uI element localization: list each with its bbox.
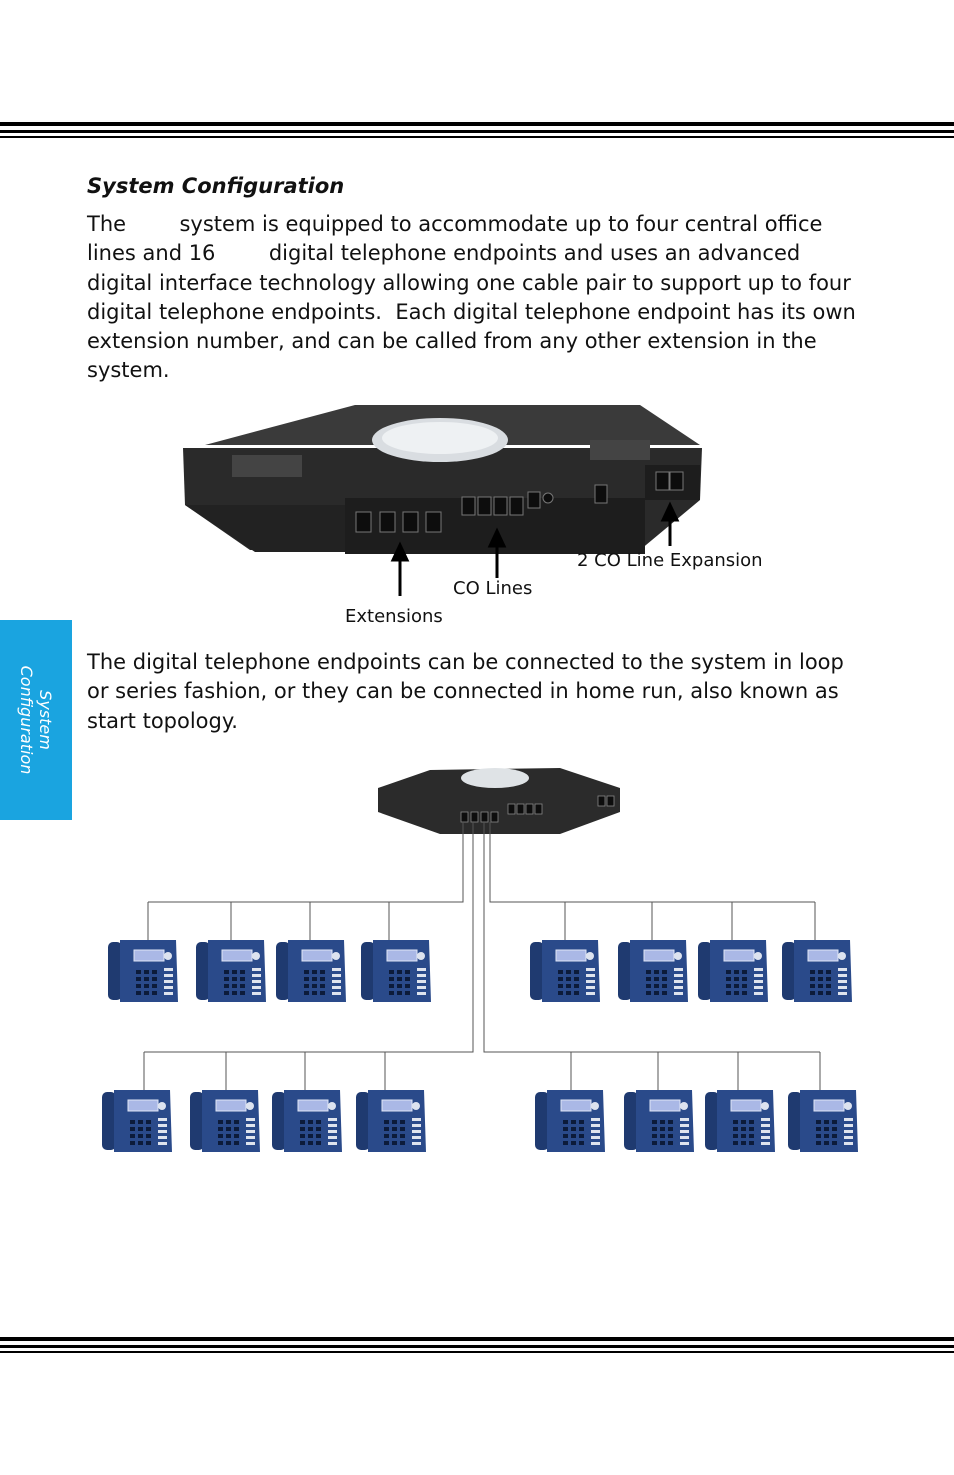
telephone-endpoint-icon	[782, 940, 852, 1002]
telephone-endpoint-icon	[361, 940, 431, 1002]
section-side-tab[interactable]: System Configuration	[0, 620, 72, 820]
telephone-endpoint-icon	[272, 1090, 342, 1152]
telephone-endpoint-icon	[530, 940, 600, 1002]
expansion-callout: 2 CO Line Expansion	[577, 550, 763, 571]
extensions-callout: Extensions	[345, 606, 443, 627]
telephone-endpoint-icon	[356, 1090, 426, 1152]
intro-paragraph: The system is equipped to accommodate up…	[87, 212, 856, 383]
telephone-endpoint-icon	[698, 940, 768, 1002]
telephone-endpoint-icon	[618, 940, 688, 1002]
co-lines-callout: CO Lines	[453, 578, 533, 599]
telephone-endpoint-icon	[276, 940, 346, 1002]
telephone-endpoint-icon	[196, 940, 266, 1002]
telephone-endpoint-icon	[705, 1090, 775, 1152]
system-unit-image	[378, 768, 620, 834]
telephone-endpoint-icon	[535, 1090, 605, 1152]
telephone-endpoint-icon	[108, 940, 178, 1002]
telephone-endpoint-icon	[190, 1090, 260, 1152]
telephone-endpoint-icon	[624, 1090, 694, 1152]
telephone-endpoint-icon	[102, 1090, 172, 1152]
topology-paragraph: The digital telephone endpoints can be c…	[87, 650, 844, 733]
telephone-endpoint-icon	[788, 1090, 858, 1152]
section-heading: System Configuration	[87, 174, 345, 198]
